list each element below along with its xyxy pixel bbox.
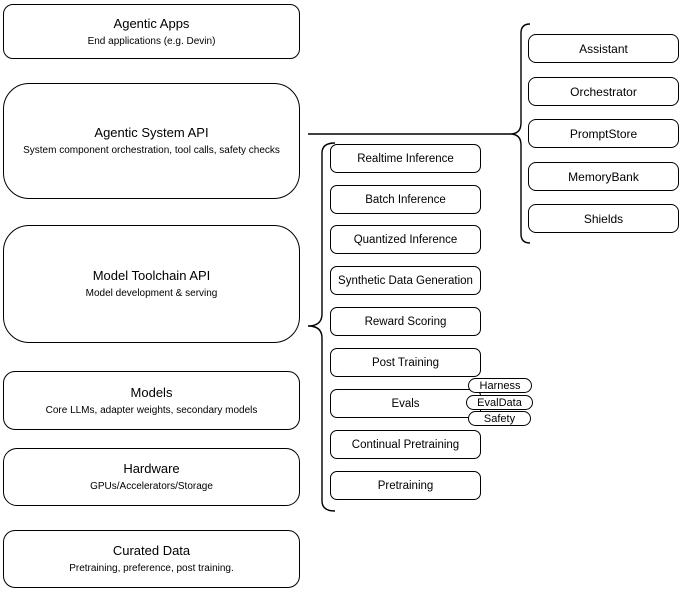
- eval-tag-evaldata: EvalData: [466, 395, 533, 410]
- service-box-synthetic-data-generation: Synthetic Data Generation: [330, 266, 481, 295]
- service-box-reward-scoring: Reward Scoring: [330, 307, 481, 336]
- box-title: Curated Data: [112, 543, 191, 558]
- service-box-evals: Evals: [330, 389, 481, 418]
- component-box-shields: Shields: [528, 204, 679, 233]
- service-box-post-training: Post Training: [330, 348, 481, 377]
- box-subtitle: Model development & serving: [85, 288, 218, 299]
- component-box-assistant: Assistant: [528, 34, 679, 63]
- box-title: Agentic Apps: [113, 15, 190, 31]
- eval-tag-safety: Safety: [468, 411, 531, 426]
- service-box-continual-pretraining: Continual Pretraining: [330, 430, 481, 459]
- left-box-agentic-apps: Agentic Apps End applications (e.g. Devi…: [3, 4, 300, 59]
- box-title: Model Toolchain API: [92, 268, 211, 283]
- service-box-quantized-inference: Quantized Inference: [330, 225, 481, 254]
- box-subtitle: System component orchestration, tool cal…: [23, 145, 280, 156]
- box-title: Agentic System API: [94, 125, 209, 140]
- box-title: Hardware: [123, 461, 180, 476]
- component-box-orchestrator: Orchestrator: [528, 77, 679, 106]
- service-box-pretraining: Pretraining: [330, 471, 481, 500]
- service-box-batch-inference: Batch Inference: [330, 185, 481, 214]
- box-subtitle: End applications (e.g. Devin): [87, 35, 216, 47]
- component-box-promptstore: PromptStore: [528, 119, 679, 148]
- component-box-memorybank: MemoryBank: [528, 162, 679, 191]
- right-bracket: [509, 23, 531, 244]
- service-box-realtime-inference: Realtime Inference: [330, 144, 481, 173]
- box-subtitle: Pretraining, preference, post training.: [69, 563, 234, 574]
- left-box-hardware: Hardware GPUs/Accelerators/Storage: [3, 448, 300, 506]
- eval-tag-harness: Harness: [468, 378, 532, 393]
- box-title: Models: [130, 384, 173, 400]
- left-box-models: Models Core LLMs, adapter weights, secon…: [3, 371, 300, 430]
- left-box-curated-data: Curated Data Pretraining, preference, po…: [3, 530, 300, 588]
- box-subtitle: Core LLMs, adapter weights, secondary mo…: [45, 404, 258, 416]
- box-subtitle: GPUs/Accelerators/Storage: [90, 481, 213, 492]
- left-box-model-toolchain-api: Model Toolchain API Model development & …: [3, 225, 300, 343]
- left-box-agentic-system-api: Agentic System API System component orch…: [3, 83, 300, 199]
